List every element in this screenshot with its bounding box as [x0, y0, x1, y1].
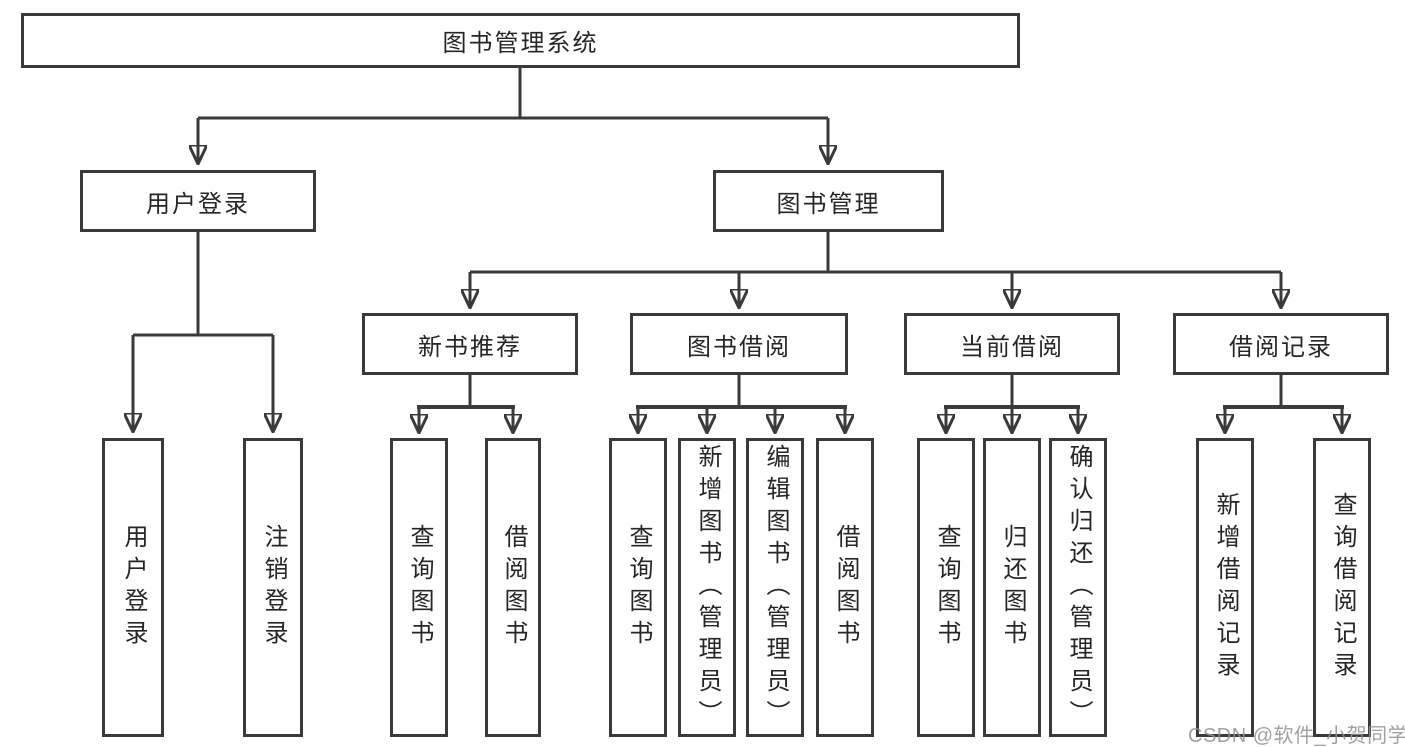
node-edit-books-admin-label: 编辑图书（管理员）: [762, 443, 789, 732]
node-recommend-borrow-books: 借阅图书: [485, 438, 541, 737]
node-return-books: 归还图书: [983, 438, 1041, 737]
node-logout: 注销登录: [243, 438, 303, 737]
node-library-management-system-label: 图书管理系统: [442, 30, 599, 57]
node-query-borrow-record: 查询借阅记录: [1313, 438, 1371, 737]
node-borrowing-records-label: 借阅记录: [1229, 333, 1333, 361]
node-current-borrowing: 当前借阅: [904, 313, 1120, 375]
node-edit-books-admin: 编辑图书（管理员）: [746, 438, 804, 737]
node-new-book-recommendation: 新书推荐: [362, 313, 578, 375]
node-logout-label: 注销登录: [260, 523, 287, 652]
node-borrowing-borrow-books: 借阅图书: [816, 438, 874, 737]
node-confirm-return-admin-label: 确认归还（管理员）: [1065, 443, 1092, 732]
node-recommend-borrow-books-label: 借阅图书: [500, 523, 527, 652]
node-borrowing-records: 借阅记录: [1173, 313, 1389, 375]
connector-borrowing-records-to-children: [1223, 375, 1344, 433]
node-current-query-books-label: 查询图书: [933, 523, 960, 652]
node-recommend-query-books: 查询图书: [390, 438, 448, 737]
node-query-borrow-record-label: 查询借阅记录: [1329, 491, 1356, 684]
node-book-management: 图书管理: [713, 170, 944, 232]
node-user-login-label: 用户登录: [146, 190, 250, 218]
node-borrowing-query-books: 查询图书: [609, 438, 667, 737]
node-user-login-leaf: 用户登录: [102, 438, 164, 737]
node-current-query-books: 查询图书: [917, 438, 975, 737]
node-current-borrowing-label: 当前借阅: [960, 333, 1064, 361]
node-user-login-leaf-label: 用户登录: [120, 523, 147, 652]
connector-book-management-to-children: [470, 232, 1281, 308]
connector-book-borrowing-to-children: [636, 375, 847, 433]
connector-root-to-children: [198, 68, 828, 164]
node-borrowing-query-books-label: 查询图书: [625, 523, 652, 652]
csdn-watermark: CSDN @软件_小贺同学: [1188, 725, 1405, 747]
node-return-books-label: 归还图书: [999, 523, 1026, 652]
connector-current-borrowing-to-children: [944, 375, 1080, 433]
node-library-management-system: 图书管理系统: [21, 13, 1020, 68]
node-add-borrow-record-label: 新增借阅记录: [1212, 491, 1239, 684]
connector-new-book-recommendation-to-children: [417, 375, 515, 433]
node-recommend-query-books-label: 查询图书: [406, 523, 433, 652]
node-add-books-admin-label: 新增图书（管理员）: [694, 443, 721, 732]
node-borrowing-borrow-books-label: 借阅图书: [832, 523, 859, 652]
node-new-book-recommendation-label: 新书推荐: [418, 333, 522, 361]
node-book-borrowing-label: 图书借阅: [687, 333, 791, 361]
node-user-login: 用户登录: [80, 170, 316, 232]
connector-user-login-to-children: [133, 232, 273, 432]
node-add-borrow-record: 新增借阅记录: [1196, 438, 1254, 737]
node-book-borrowing: 图书借阅: [630, 313, 848, 375]
node-confirm-return-admin: 确认归还（管理员）: [1049, 438, 1107, 737]
node-book-management-label: 图书管理: [776, 190, 881, 218]
node-add-books-admin: 新增图书（管理员）: [678, 438, 736, 737]
